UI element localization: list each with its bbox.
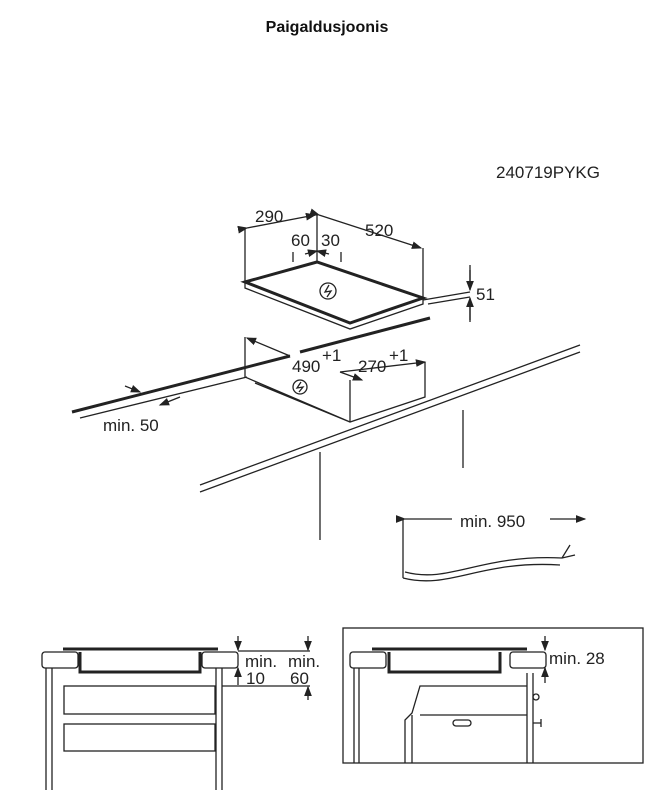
hob-drawing: 290 520 60 30 51 bbox=[237, 207, 495, 330]
dim-51: 51 bbox=[476, 285, 495, 304]
section-drawer: min. 10 min. 60 bbox=[41, 636, 320, 790]
dim-490: 490 bbox=[292, 357, 320, 376]
dim-520: 520 bbox=[365, 221, 393, 240]
tol-490: +1 bbox=[322, 346, 341, 365]
label-min-b: min. bbox=[288, 652, 320, 671]
dim-30: 30 bbox=[321, 231, 340, 250]
model-code: 240719PYKG bbox=[496, 163, 600, 182]
dim-min-28: min. 28 bbox=[549, 649, 605, 668]
dim-290: 290 bbox=[255, 207, 283, 226]
cable-drawing: min. 950 bbox=[395, 512, 587, 582]
dim-60: 60 bbox=[291, 231, 310, 250]
section-oven: min. 28 bbox=[342, 627, 644, 764]
dim-270: 270 bbox=[358, 357, 386, 376]
dim-min-50: min. 50 bbox=[103, 416, 159, 435]
countertop-drawing: 490 +1 270 +1 min. 50 bbox=[71, 316, 581, 540]
dim-10: 10 bbox=[246, 669, 265, 688]
tol-270: +1 bbox=[389, 346, 408, 365]
page-title: Paigaldusjoonis bbox=[265, 19, 389, 36]
dim-60-min: 60 bbox=[290, 669, 309, 688]
label-min-a: min. bbox=[245, 652, 277, 671]
dim-min-950: min. 950 bbox=[460, 512, 525, 531]
